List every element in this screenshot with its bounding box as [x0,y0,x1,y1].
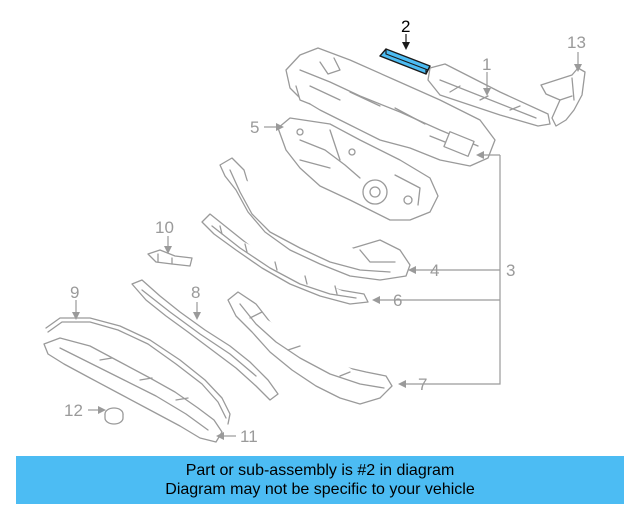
banner-line-part: Part or sub-assembly is #2 in diagram [185,462,455,479]
callout-11: 11 [240,427,258,446]
part-2-seal [379,48,431,75]
banner-line-disclaimer: Diagram may not be specific to your vehi… [165,481,475,498]
part-3-cowl-panel [285,47,496,167]
part-1-cowl-strip [427,63,551,127]
callout-10: 10 [155,218,174,237]
callout-5: 5 [250,118,259,137]
callout-7: 7 [418,375,427,394]
callout-2: 2 [401,17,410,36]
part-4-cowl-side [219,157,411,281]
exploded-view: 1 2 3 4 5 6 7 8 9 10 11 12 13 [43,17,586,446]
part-8-seal-strip [131,279,279,401]
callout-1: 1 [482,55,491,74]
part-11-lower-trim [43,337,223,443]
part-10-bracket [147,249,193,267]
callout-4: 4 [430,261,439,280]
callout-9: 9 [70,283,79,302]
part-5-dash-panel [277,117,439,221]
callout-8: 8 [191,283,200,302]
info-banner: Part or sub-assembly is #2 in diagram Di… [16,456,624,504]
part-7-lower-bracket [227,291,393,405]
callout-6: 6 [393,291,402,310]
part-12-clip [104,407,124,425]
callout-3: 3 [506,261,515,280]
part-6-vent-panel [201,213,369,305]
callout-12: 12 [64,401,83,420]
callout-13: 13 [567,33,586,52]
